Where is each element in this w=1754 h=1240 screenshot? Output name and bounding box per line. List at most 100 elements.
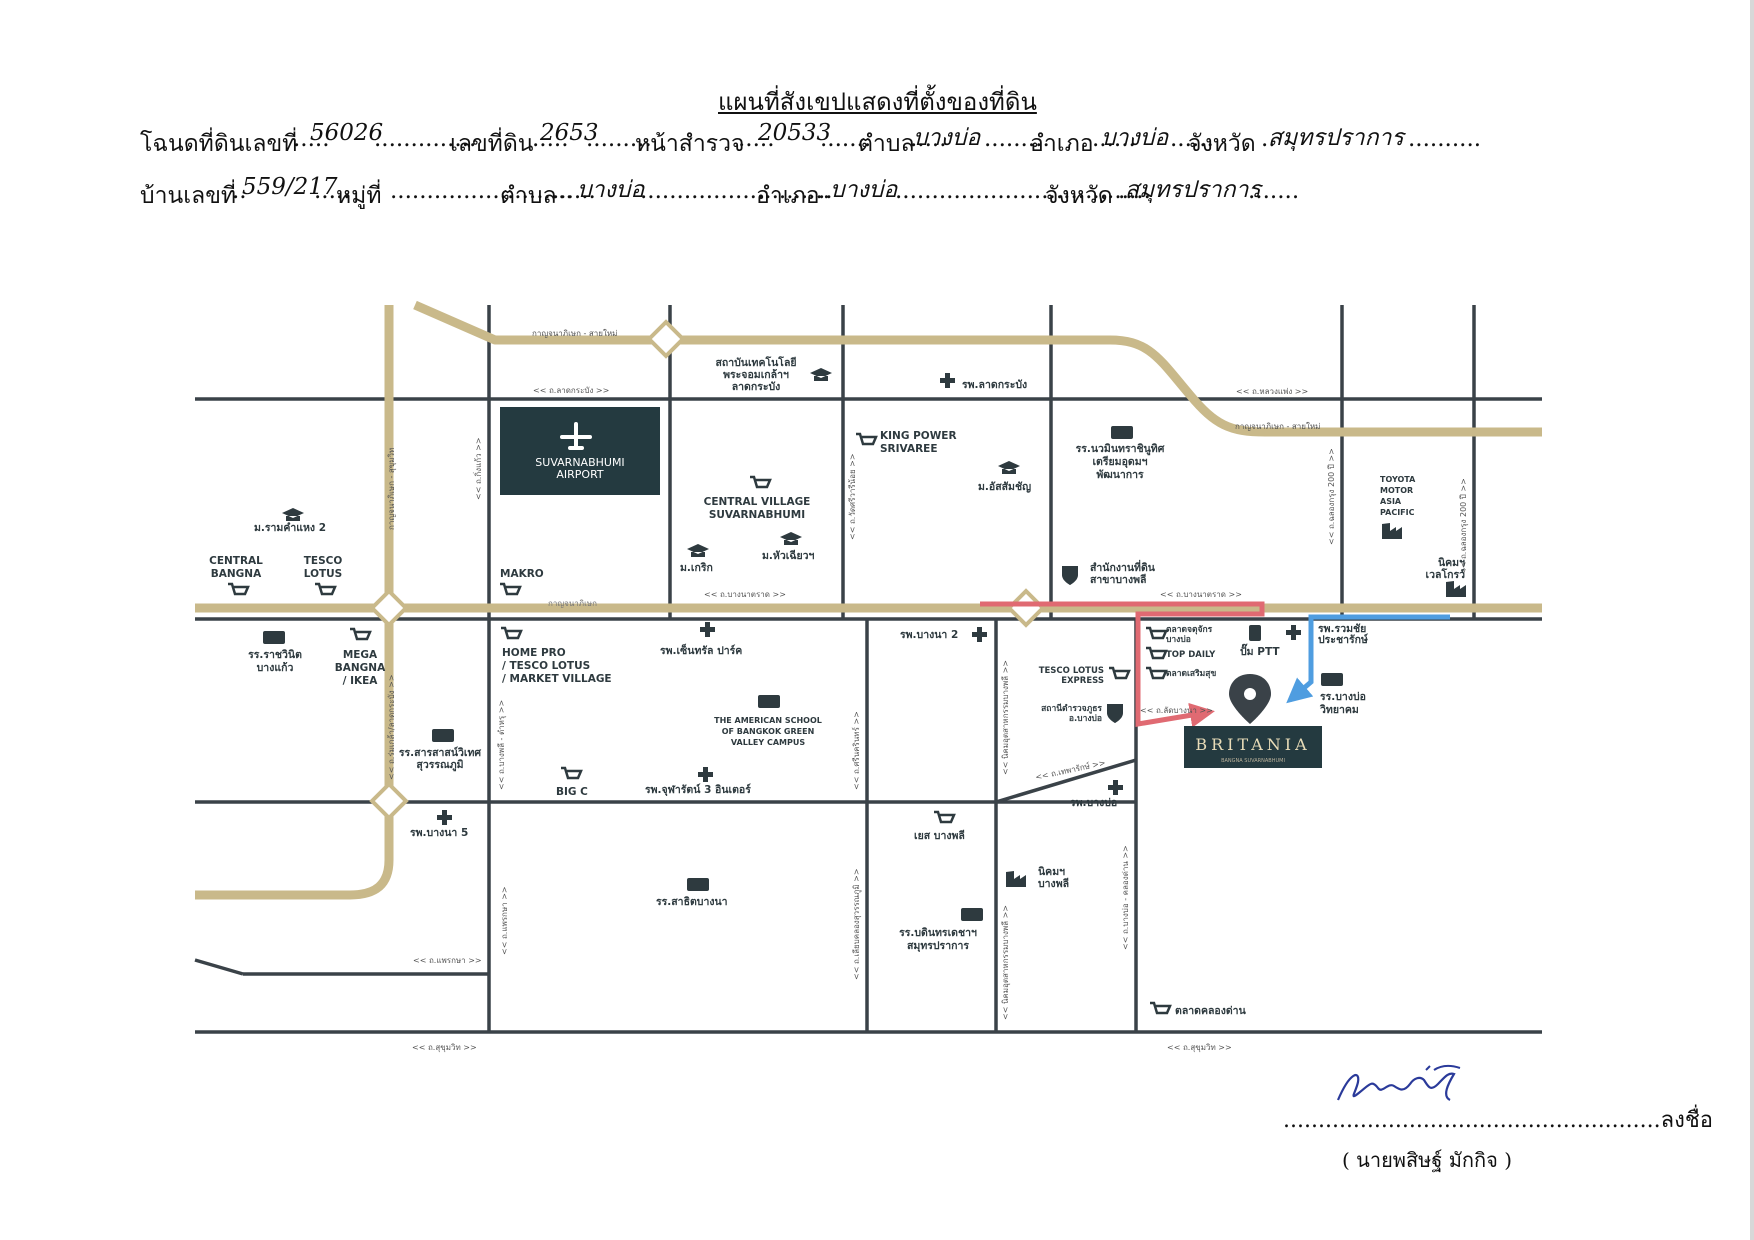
place-label: ตลาดจตุจักร xyxy=(1166,624,1213,635)
road-label: << ถ.แพรกษา >> xyxy=(413,956,482,965)
place-label: MOTOR xyxy=(1380,486,1413,495)
place-label: รพ.เซ็นทรัล ปาร์ค xyxy=(660,643,742,657)
shield-icon xyxy=(1062,566,1078,585)
place-label: / TESCO LOTUS xyxy=(502,660,590,672)
road xyxy=(194,958,244,976)
place-label: MAKRO xyxy=(500,568,544,580)
book-icon xyxy=(687,878,709,891)
place-label: รร.นวมินทราชินูทิศ xyxy=(1076,443,1165,456)
amphoe-value-1: บางบ่อ xyxy=(1101,125,1169,151)
cart-icon xyxy=(1150,1001,1172,1015)
dots: .. xyxy=(232,178,247,204)
dots: ......................... xyxy=(390,178,573,204)
airport-line1: SUVARNABHUMI xyxy=(535,456,624,469)
book-icon xyxy=(432,729,454,742)
tambon-label-2: ตำบล xyxy=(500,183,557,209)
amphoe-value-2: บางบ่อ xyxy=(830,177,898,203)
tambon-value-1: บางบ่อ xyxy=(913,125,981,151)
road-label: << ถ.กิ่งแก้ว >> xyxy=(472,437,483,500)
graduation-cap-icon xyxy=(687,544,709,557)
place-label: สาขาบางพลี xyxy=(1090,573,1146,586)
book-icon xyxy=(1321,673,1343,686)
place-label: BANGNA xyxy=(211,568,262,580)
cart-icon xyxy=(501,626,523,640)
moo-label: หมู่ที่ xyxy=(336,183,382,209)
cart-icon xyxy=(934,810,956,824)
cart-icon xyxy=(315,582,337,596)
province-value-1: สมุทรปราการ xyxy=(1268,125,1404,151)
dots: .............. xyxy=(374,126,477,152)
amphoe-label-1: อำเภอ xyxy=(1030,131,1094,157)
road-labels: กาญจนาภิเษก - สายใหม่ << ถ.ลาดกระบัง >> … xyxy=(387,329,1468,1052)
dots: ...... xyxy=(552,178,596,204)
factory-icon xyxy=(1446,581,1466,597)
place-label: รร.ราชวินิต xyxy=(248,649,302,661)
book-icon xyxy=(263,631,285,644)
dots: ......... xyxy=(586,126,652,152)
road-label: << ถ.ลัดบางนา >> xyxy=(1140,706,1213,715)
place-label: พัฒนาการ xyxy=(1096,469,1144,481)
place-label: PACIFIC xyxy=(1380,508,1415,517)
road-label: กาญจนาภิเษก - สุขุมวิท xyxy=(387,448,396,530)
dots: ...... xyxy=(1092,126,1136,152)
place-label: รพ.บางนา 2 xyxy=(900,629,958,641)
place-label: บางพลี xyxy=(1038,877,1069,890)
place-label: ม.เกริก xyxy=(680,562,713,574)
place-label: VALLEY CAMPUS xyxy=(731,738,805,747)
place-label: THE AMERICAN SCHOOL xyxy=(714,716,822,725)
dots: ..... xyxy=(910,126,947,152)
highway-top xyxy=(413,300,1542,437)
place-label: CENTRAL xyxy=(209,555,263,567)
amphoe-label-2: อำเภอ xyxy=(756,183,820,209)
dots: .. xyxy=(1261,126,1276,152)
road-label: << ถ.สุขุมวิท >> xyxy=(412,1043,477,1052)
tambon-value-2: บางบ่อ xyxy=(577,177,645,203)
place-label: ปั๊ม PTT xyxy=(1240,643,1280,658)
place-label: ม.อัสสัมชัญ xyxy=(978,481,1031,493)
place-labels: สถาบันเทคโนโลยี พระจอมเกล้าฯ ลาดกระบัง ร… xyxy=(209,356,1465,1017)
road-label: << ถ.สุขุมวิท >> xyxy=(1167,1043,1232,1052)
place-label: ลาดกระบัง xyxy=(732,381,781,393)
place-label: TESCO xyxy=(304,555,343,567)
airport-line2: AIRPORT xyxy=(556,468,604,481)
fuel-pump-icon xyxy=(1249,625,1261,641)
hospital-icon xyxy=(698,767,713,782)
place-label: MEGA xyxy=(343,649,378,661)
place-label: รร.สาธิตบางนา xyxy=(656,896,728,908)
place-label: ม.หัวเฉียวฯ xyxy=(762,549,815,562)
land-no-label: เลขที่ดิน xyxy=(450,131,534,157)
page-title: แผนที่สังเขปแสดงที่ตั้งของที่ดิน xyxy=(718,88,1037,116)
road-label: << ถ.หลวงแพ่ง >> xyxy=(1236,387,1308,396)
deed-label: โฉนดที่ดินเลขที่ xyxy=(140,131,298,157)
road-label: << ถ.ศรีนครินทร์ >> xyxy=(851,711,861,790)
house-label: บ้านเลขที่ xyxy=(140,183,237,209)
place-label: BIG C xyxy=(556,786,588,798)
project-name: BRITANIA xyxy=(1195,735,1310,754)
road-label: << ถ.ฉลองกรุง 200 ปี >> xyxy=(1459,478,1468,575)
place-label: EXPRESS xyxy=(1061,676,1104,686)
survey-label: หน้าสำรวจ xyxy=(635,131,745,157)
dots: ....... xyxy=(820,126,872,152)
road-label: << ถ.ฉลองกรุง 200 ปี >> xyxy=(1327,448,1336,545)
place-label: สถาบันเทคโนโลยี xyxy=(715,356,796,369)
place-label: เตรียมอุดมฯ xyxy=(1092,455,1147,469)
place-label: LOTUS xyxy=(304,568,343,580)
hospital-icon xyxy=(1286,625,1301,640)
hospital-icon xyxy=(940,373,955,388)
place-label: เยส บางพลี xyxy=(914,829,965,842)
cart-icon xyxy=(750,475,772,489)
airplane-icon xyxy=(560,422,592,450)
map-icons xyxy=(228,368,1466,1015)
place-label: BANGNA xyxy=(335,662,386,674)
place-label: สำนักงานที่ดิน xyxy=(1090,559,1156,574)
dots: ......... xyxy=(984,126,1050,152)
place-label: / IKEA xyxy=(343,675,379,687)
dots: ....... xyxy=(1248,178,1300,204)
cart-icon xyxy=(1146,666,1168,680)
graduation-cap-icon xyxy=(780,532,802,545)
place-label: SRIVAREE xyxy=(880,443,938,455)
road-label: << ถ.บางนาตราด >> xyxy=(704,590,786,599)
shield-icon xyxy=(1107,704,1123,723)
book-icon xyxy=(961,908,983,921)
